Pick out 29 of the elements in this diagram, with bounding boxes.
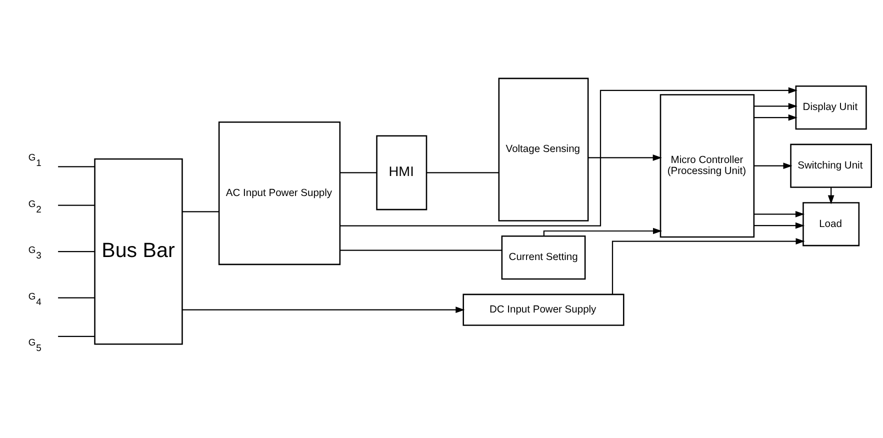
node-box: Display Unit xyxy=(795,86,867,130)
connector xyxy=(340,172,377,174)
arrow xyxy=(182,306,465,314)
arrow xyxy=(588,154,662,161)
node-box: Micro Controller (Processing Unit) xyxy=(660,94,755,238)
node-box: Voltage Sensing xyxy=(498,78,589,222)
node-box: Bus Bar xyxy=(94,158,183,345)
connector xyxy=(426,172,499,174)
arrow xyxy=(754,222,805,229)
connector xyxy=(58,166,94,168)
connector xyxy=(58,336,94,337)
node-box: Load xyxy=(802,202,860,246)
node-box: AC Input Power Supply xyxy=(218,122,341,266)
connector xyxy=(58,297,94,298)
arrow xyxy=(612,238,805,294)
arrow xyxy=(754,102,798,110)
connector xyxy=(58,251,94,252)
connector xyxy=(182,211,219,212)
arrow xyxy=(754,162,792,170)
arrow xyxy=(754,114,798,121)
node-box: HMI xyxy=(376,135,428,210)
node-box: Switching Unit xyxy=(790,144,872,188)
arrow xyxy=(340,87,798,226)
arrow xyxy=(543,228,662,236)
node-box: DC Input Power Supply xyxy=(462,294,624,326)
node-box: Current Setting xyxy=(501,236,586,280)
connector xyxy=(58,204,94,206)
arrow xyxy=(754,210,805,218)
connector xyxy=(340,250,502,251)
